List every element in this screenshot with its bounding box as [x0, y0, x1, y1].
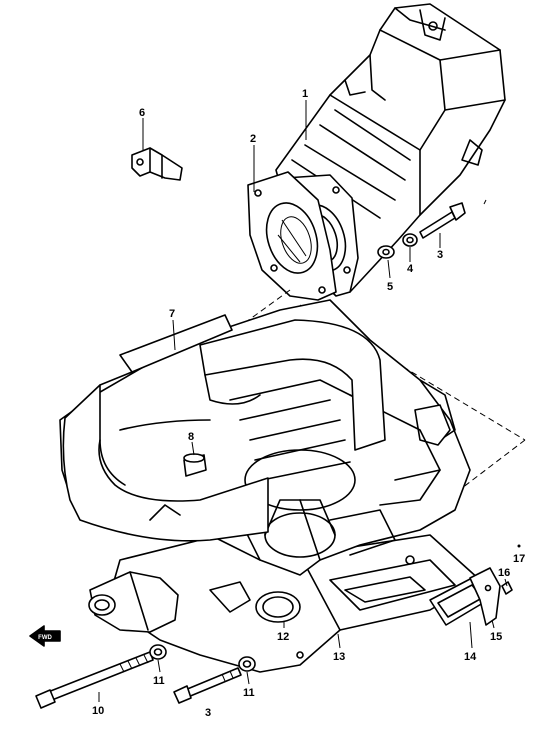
callout-11-right: 11: [243, 687, 255, 699]
callout-6: 6: [139, 107, 145, 119]
callout-2: 2: [250, 133, 256, 145]
intake-nozzle: [88, 571, 251, 633]
bracket-part-6: [131, 147, 183, 181]
callout-5: 5: [387, 281, 393, 293]
callout-3-upper: 3: [437, 249, 443, 261]
long-bolt-part-10: [35, 651, 154, 709]
washer-part-11-left: [149, 644, 167, 660]
callout-10: 10: [92, 705, 104, 717]
washer-part-5: [377, 245, 395, 259]
stray-mark: [483, 199, 487, 205]
bolt-part-3-lower: [173, 667, 242, 704]
callout-labels: 1 2 3 4 5 6 7 8 3 10 11 11 12 13 14 15 1…: [92, 88, 525, 719]
callout-16: 16: [498, 567, 510, 579]
front-marker-label: FWD: [38, 635, 52, 641]
callout-17: 17: [513, 553, 525, 565]
alignment-line-3: [234, 289, 291, 331]
callout-14: 14: [464, 651, 477, 663]
bolt-part-3-upper: [419, 202, 466, 239]
callout-8: 8: [188, 431, 194, 443]
callout-12: 12: [277, 631, 289, 643]
callout-3-lower: 3: [205, 707, 211, 719]
callout-1: 1: [302, 88, 308, 100]
callout-13: 13: [333, 651, 345, 663]
gasket-part-2: [247, 171, 337, 301]
flywheel-shroud-part-7: [62, 314, 386, 542]
dowel-pin-part-8: [183, 453, 207, 477]
leader-lines: [98, 100, 508, 702]
callout-4: 4: [407, 263, 414, 275]
washer-part-11-right: [238, 656, 256, 672]
lock-washer-part-4: [402, 233, 418, 247]
screw-part-16: [501, 581, 513, 595]
clip-part-17: [517, 544, 521, 548]
callout-7: 7: [169, 308, 175, 320]
front-direction-arrow: FWD: [29, 625, 61, 647]
callout-11-left: 11: [153, 675, 165, 687]
callout-15: 15: [490, 631, 502, 643]
bracket-part-15: [469, 567, 501, 626]
